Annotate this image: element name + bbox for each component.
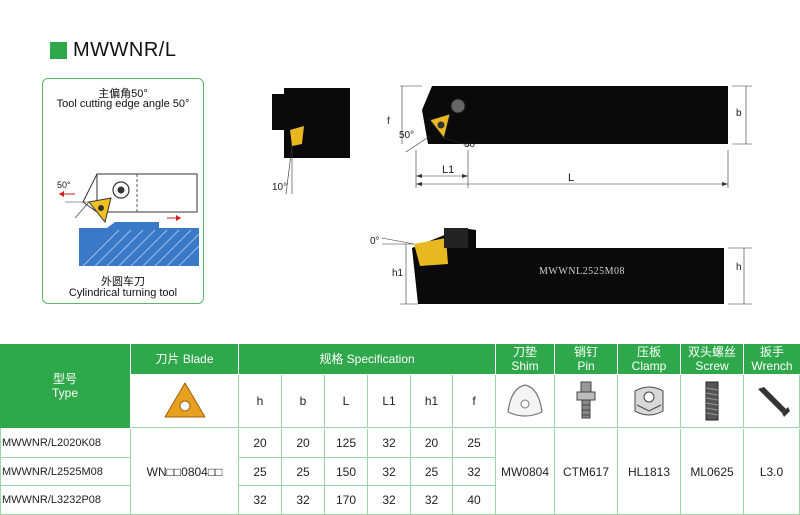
row2-l: 170: [325, 486, 368, 515]
header-pin-en: Pin: [577, 359, 595, 373]
table-row-type: MWWNR/L3232P08: [0, 486, 131, 515]
row2-h: 32: [239, 486, 282, 515]
turning-tool-en: Cylindrical turning tool: [68, 287, 178, 299]
row1-l1: 32: [368, 458, 411, 486]
header-screw-cn: 双头螺丝: [687, 345, 736, 359]
row0-h1: 20: [411, 429, 453, 458]
spec-col-f: f: [453, 375, 496, 428]
blade-image-cell: [131, 375, 239, 428]
shim-code-cell: MW0804: [496, 429, 555, 515]
table-row-type: MWWNR/L2020K08: [0, 429, 131, 458]
wrench-icon: [757, 387, 790, 417]
header-wrench-cn: 扳手: [759, 345, 784, 359]
row2-f: 40: [453, 486, 496, 515]
front-view-drawing: [381, 228, 752, 305]
diagram-angle-label: 50°: [57, 180, 71, 190]
row1-b: 25: [282, 458, 325, 486]
header-type-en: Type: [51, 386, 78, 400]
header-pin-cn: 销钉: [573, 345, 598, 359]
header-type-cn: 型号: [52, 372, 77, 386]
header-shim-cn: 刀垫: [512, 345, 537, 359]
side-angle-label: 10°: [272, 182, 288, 193]
row1-l: 150: [325, 458, 368, 486]
wrench-image-cell: [744, 375, 800, 428]
row1-h1: 25: [411, 458, 453, 486]
clamp-code-cell: HL1813: [618, 429, 681, 515]
shank-marking: MWWNL2525M08: [539, 266, 625, 277]
header-shim-en: Shim: [511, 359, 539, 373]
section-header: MWWNR/L: [50, 38, 177, 61]
spec-col-l: L: [325, 375, 368, 428]
shim-icon: [507, 384, 543, 417]
row0-l: 125: [325, 429, 368, 458]
row1-f: 32: [453, 458, 496, 486]
tool-info-box: 主偏角50° Tool cutting edge angle 50°: [42, 78, 204, 304]
top-view-drawing: [400, 85, 752, 188]
shim-image-cell: [496, 375, 555, 428]
spec-col-l1: L1: [368, 375, 411, 428]
clamp-image-cell: [618, 375, 681, 428]
pin-image-cell: [555, 375, 618, 428]
header-clamp: 压板 Clamp: [618, 344, 680, 374]
row2-b: 32: [282, 486, 325, 515]
header-screw-en: Screw: [695, 359, 729, 373]
spec-col-h: h: [239, 375, 282, 428]
spec-col-h1: h1: [411, 375, 453, 428]
cutting-angle-en: Tool cutting edge angle 50°: [56, 98, 190, 110]
blade-code-cell: WN□□0804□□: [131, 429, 239, 515]
header-blade: 刀片 Blade: [131, 344, 238, 374]
pin-code-cell: CTM617: [555, 429, 618, 515]
header-wrench: 扳手 Wrench: [744, 344, 800, 374]
table-border: [0, 428, 1, 515]
row2-h1: 32: [411, 486, 453, 515]
header-spec: 规格 Specification: [239, 344, 495, 374]
screw-code-cell: ML0625: [681, 429, 744, 515]
header-pin: 销钉 Pin: [555, 344, 617, 374]
clamp-icon: [634, 386, 664, 416]
side-view-drawing: [272, 88, 350, 195]
header-clamp-en: Clamp: [631, 359, 667, 373]
dim-l-label: L: [568, 172, 575, 184]
cutting-angle-cn: 主偏角50°: [98, 88, 148, 100]
header-shim: 刀垫 Shim: [496, 344, 554, 374]
top-angle-left-label: 50°: [399, 130, 415, 141]
row0-h: 20: [239, 429, 282, 458]
dim-l1-label: L1: [442, 164, 455, 176]
header-clamp-cn: 压板: [636, 345, 661, 359]
dim-h-label: h: [736, 262, 742, 273]
pin-icon: [576, 381, 596, 419]
row0-b: 20: [282, 429, 325, 458]
turning-tool-cn: 外圆车刀: [101, 276, 145, 288]
dim-f-label: f: [387, 116, 390, 127]
top-angle-right-label: 50°: [464, 139, 480, 150]
header-screw: 双头螺丝 Screw: [681, 344, 743, 374]
row2-l1: 32: [368, 486, 411, 515]
wrench-code-cell: L3.0: [744, 429, 800, 515]
dim-b-label: b: [736, 108, 742, 119]
table-row-type: MWWNR/L2525M08: [0, 458, 131, 486]
row0-l1: 32: [368, 429, 411, 458]
header-square-icon: [50, 41, 67, 59]
page-title: MWWNR/L: [73, 38, 177, 61]
front-angle-label: 0°: [370, 236, 380, 247]
row0-f: 25: [453, 429, 496, 458]
header-wrench-en: Wrench: [751, 359, 793, 373]
screw-icon: [705, 381, 719, 421]
spec-table: 型号 Type 刀片 Blade 规格 Specification 刀垫 Shi…: [0, 344, 800, 515]
row1-h: 25: [239, 458, 282, 486]
dim-h1-label: h1: [392, 268, 404, 279]
blade-insert-icon: [164, 382, 205, 418]
spec-col-b: b: [282, 375, 325, 428]
header-type: 型号 Type: [0, 344, 130, 428]
screw-image-cell: [681, 375, 744, 428]
turning-diagram-icon: [59, 173, 199, 267]
